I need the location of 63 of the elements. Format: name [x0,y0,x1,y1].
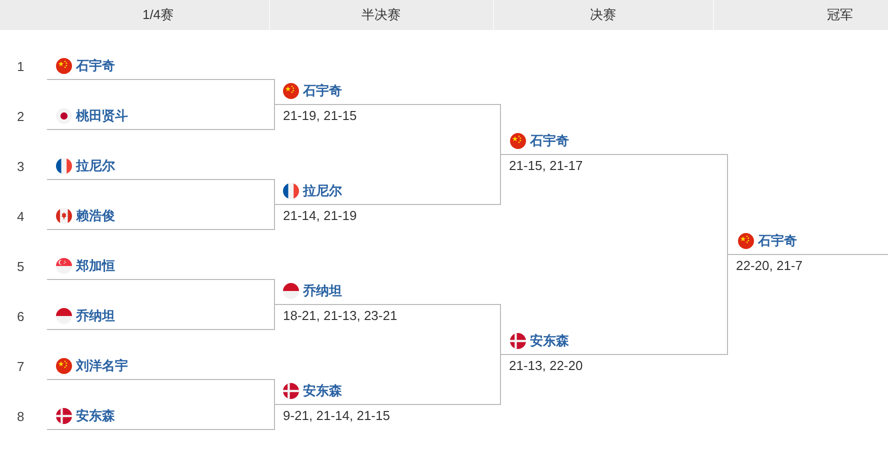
player-name: 郑加恒 [76,258,115,274]
match-score: 21-15, 21-17 [509,158,583,174]
column-heading: 1/4赛 [142,7,174,23]
bracket-slot [47,406,275,430]
player-name: 乔纳坦 [303,283,342,299]
match-score: 21-14, 21-19 [283,208,357,224]
bracket-slot [47,106,275,130]
seed-number: 4 [17,209,24,225]
bracket-connector [274,304,275,330]
player-name: 安东森 [303,383,342,399]
bracket-connector [274,204,275,230]
bracket-slot [47,206,275,230]
bracket-connector [274,404,275,430]
column-heading: 决赛 [590,7,616,23]
bracket-connector [274,279,275,305]
player-name: 乔纳坦 [76,308,115,324]
bracket-connector [500,304,501,355]
bracket-slot [47,306,275,330]
bracket-connector [500,154,501,205]
seed-number: 6 [17,309,24,325]
seed-number: 7 [17,359,24,375]
bracket-slot [501,331,728,355]
player-name: 安东森 [530,333,569,349]
bracket-slot [275,381,501,405]
bracket-slot [47,256,275,280]
player-name: 石宇奇 [76,58,115,74]
bracket-slot [728,231,888,255]
player-name: 刘洋名宇 [76,358,128,374]
bracket-connector [500,354,501,405]
player-name: 石宇奇 [303,83,342,99]
bracket-slot [275,181,501,205]
player-name: 赖浩俊 [76,208,115,224]
seed-number: 3 [17,159,24,175]
player-name: 石宇奇 [530,133,569,149]
bracket-connector [274,79,275,105]
seed-number: 8 [17,409,24,425]
match-score: 9-21, 21-14, 21-15 [283,408,390,424]
bracket-slot [275,81,501,105]
bracket-connector [727,154,728,255]
player-name: 拉尼尔 [76,158,115,174]
bracket-connector [274,104,275,130]
bracket-slot [47,56,275,80]
column-heading: 半决赛 [362,7,400,23]
bracket-slot [275,281,501,305]
bracket-connector [274,379,275,405]
seed-number: 1 [17,59,24,75]
player-name: 拉尼尔 [303,183,342,199]
bracket-connector [274,179,275,205]
bracket-slot [47,156,275,180]
seed-number: 2 [17,109,24,125]
bracket-slot [501,131,728,155]
match-score: 21-13, 22-20 [509,358,583,374]
match-score: 22-20, 21-7 [736,258,802,274]
bracket-slot [47,356,275,380]
match-score: 18-21, 21-13, 23-21 [283,308,398,324]
column-heading: 冠军 [827,7,853,23]
bracket-connector [727,254,728,355]
seed-number: 5 [17,259,24,275]
player-name: 安东森 [76,408,115,424]
match-score: 21-19, 21-15 [283,108,357,124]
player-name: 桃田贤斗 [76,108,128,124]
bracket-connector [500,104,501,155]
player-name: 石宇奇 [758,233,797,249]
